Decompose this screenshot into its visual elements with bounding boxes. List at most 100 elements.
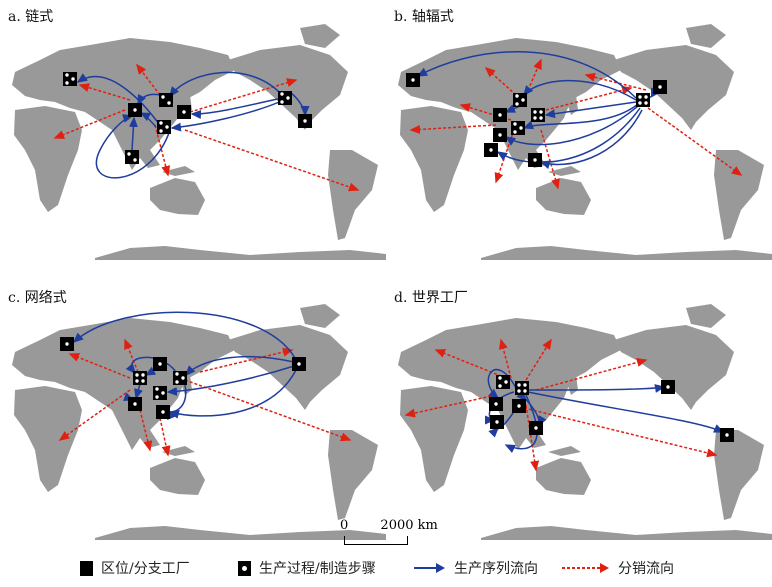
process-dot <box>504 380 508 384</box>
panel-title-a: a. 链式 <box>8 9 54 25</box>
production-flow-arrow <box>166 365 295 396</box>
process-dot <box>280 100 284 104</box>
production-flow-arrow <box>128 116 138 151</box>
process-dot <box>155 387 159 391</box>
distribution-flow-arrow <box>498 338 512 379</box>
process-dot <box>498 133 502 137</box>
distribution-flow-arrow <box>78 83 131 101</box>
process-dot <box>517 389 521 393</box>
process-dot <box>498 113 502 117</box>
process-dot <box>489 148 493 152</box>
red-dashed-arrow-icon <box>562 563 609 573</box>
production-flow-arrow <box>539 109 643 170</box>
production-flow-arrow <box>522 103 639 130</box>
process-dot <box>521 98 525 102</box>
process-dot <box>155 395 159 399</box>
process-dot <box>135 379 139 383</box>
process-dot <box>411 78 415 82</box>
production-flow-arrow <box>496 107 641 164</box>
process-dot <box>286 96 290 100</box>
production-flow-arrow <box>289 91 310 117</box>
process-dot <box>141 379 145 383</box>
distribution-flow-arrow <box>184 129 360 192</box>
factory-marker <box>515 381 529 395</box>
process-dot <box>513 122 517 126</box>
process-dot <box>65 342 69 346</box>
distribution-flow-arrow <box>154 124 171 177</box>
distribution-flow-arrow <box>139 409 153 452</box>
factory-marker <box>278 91 292 105</box>
production-flow-arrow <box>72 311 296 359</box>
process-dot <box>161 410 165 414</box>
process-dot <box>523 383 527 387</box>
distribution-flow-arrow <box>523 407 718 458</box>
process-dot <box>523 389 527 393</box>
process-dot <box>519 126 523 130</box>
process-dot <box>175 380 179 384</box>
factory-marker <box>157 120 171 134</box>
production-flow-arrow <box>504 394 538 454</box>
process-dot <box>539 116 543 120</box>
production-flow-arrow <box>184 355 295 377</box>
factory-marker <box>173 371 187 385</box>
distribution-flow-arrow <box>584 72 647 91</box>
distribution-flow-arrow <box>53 109 126 139</box>
process-dot <box>159 129 163 133</box>
process-dot <box>534 426 538 430</box>
factory-marker <box>133 371 147 385</box>
process-dot <box>65 73 69 77</box>
process-dot <box>182 110 186 114</box>
distribution-flow-arrow <box>199 347 294 373</box>
distribution-flow-arrow <box>136 63 161 96</box>
process-dot <box>644 95 648 99</box>
production-flow-arrow <box>168 369 297 419</box>
distribution-flow-arrow <box>404 394 497 418</box>
process-dot <box>495 420 499 424</box>
factory-marker <box>636 93 650 107</box>
process-dot <box>71 77 75 81</box>
scale-line <box>344 536 408 545</box>
process-dot <box>517 383 521 387</box>
process-dot <box>498 384 502 388</box>
process-dot <box>133 158 137 162</box>
process-dot <box>517 404 521 408</box>
production-flow-arrow <box>134 383 143 400</box>
production-flow-arrow <box>416 51 637 99</box>
production-flow-arrow <box>139 112 157 128</box>
blue-arrow-icon <box>414 563 445 573</box>
process-dot <box>127 152 131 156</box>
production-flow-arrow <box>170 99 285 132</box>
production-flow-arrow <box>95 114 171 179</box>
panel-title-d: d. 世界工厂 <box>394 290 468 306</box>
process-dot <box>666 385 670 389</box>
production-flow-arrow <box>544 101 637 119</box>
panel-title-c: c. 网络式 <box>8 290 67 306</box>
process-dot <box>158 362 162 366</box>
process-dot <box>165 125 169 129</box>
process-dot <box>498 376 502 380</box>
production-flow-arrow <box>527 391 725 433</box>
production-flow-arrow <box>125 356 177 375</box>
distribution-flow-arrow <box>159 417 171 457</box>
process-dot <box>135 373 139 377</box>
production-flow-arrow <box>527 384 666 393</box>
distribution-flow-arrow <box>434 349 507 379</box>
production-flow-arrow <box>523 79 637 101</box>
distribution-flow-arrow <box>184 379 352 442</box>
process-dot <box>533 110 537 114</box>
scale-distance: 2000 km <box>380 518 438 533</box>
scale-zero: 0 <box>340 518 349 533</box>
factory-marker <box>531 108 545 122</box>
legend-process: 生产过程/制造步骤 <box>238 558 376 578</box>
world-map-d <box>398 304 772 540</box>
process-dot <box>175 372 179 376</box>
process-dot <box>303 119 307 123</box>
world-map-b <box>398 24 772 260</box>
distribution-flow-arrow <box>459 103 512 121</box>
legend-factory: 区位/分支工厂 <box>80 558 190 578</box>
distribution-flow-arrow <box>535 358 648 391</box>
process-dot <box>297 362 301 366</box>
factory-marker <box>153 386 167 400</box>
